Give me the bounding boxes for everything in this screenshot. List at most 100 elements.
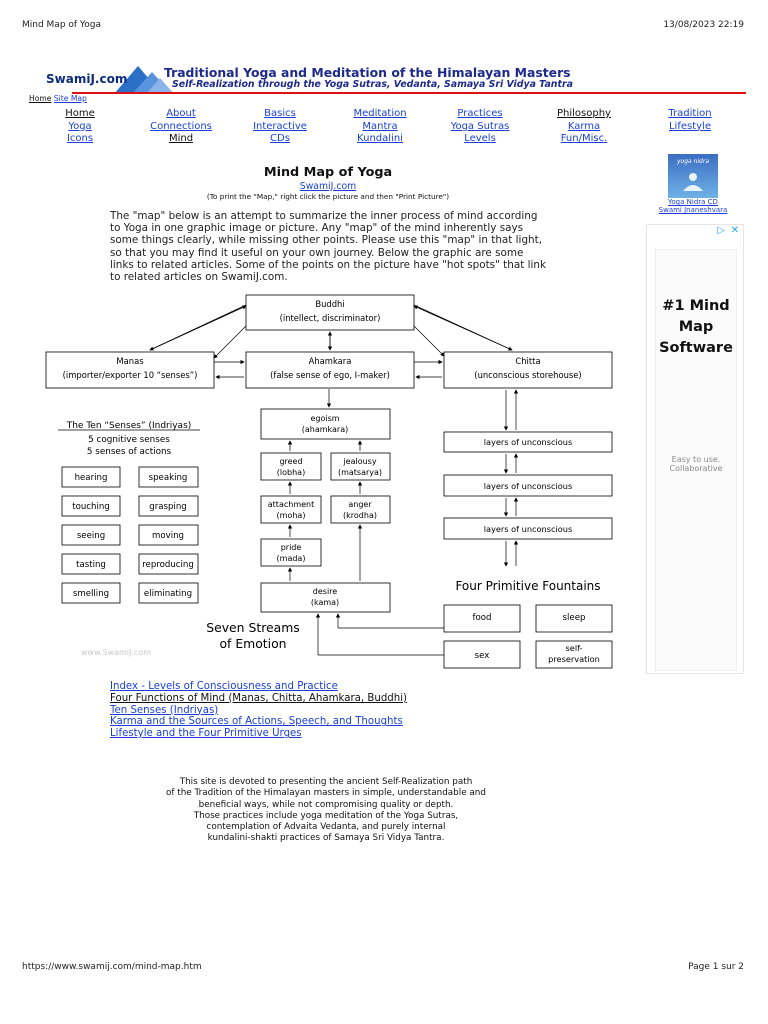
footer-line: Those practices include yoga meditation …: [193, 810, 459, 821]
nav-interactive[interactable]: Interactive: [253, 120, 307, 132]
nav-about[interactable]: About: [166, 108, 196, 119]
layer-label-2: layers of unconscious: [484, 481, 573, 491]
sense-smelling[interactable]: smelling: [73, 589, 109, 599]
sense-tasting[interactable]: tasting: [76, 560, 106, 570]
page-url: https://www.swamij.com/mind-map.htm: [22, 962, 202, 972]
anger-sub: (krodha): [343, 511, 377, 520]
link-ten-senses[interactable]: Ten Senses (Indriyas): [110, 704, 219, 716]
buddhi-box[interactable]: [245, 294, 415, 331]
intro-line: some things clearly, while missing other…: [110, 234, 543, 247]
nav-mantra[interactable]: Mantra: [362, 120, 398, 132]
nav-yoga[interactable]: Yoga: [68, 120, 92, 132]
breadcrumb: Home Site Map: [29, 94, 87, 103]
greed-sub: (lobha): [277, 468, 305, 477]
egoism-sub: (ahamkara): [302, 425, 349, 434]
nav-col-basics: Basics Interactive CDs: [248, 108, 312, 146]
fountain-sleep[interactable]: sleep: [563, 613, 586, 623]
print-datetime: 13/08/2023 22:19: [663, 20, 744, 30]
main-title: Mind Map of Yoga: [263, 165, 393, 180]
sense-eliminating[interactable]: eliminating: [144, 589, 192, 599]
pride-label: pride: [281, 543, 302, 552]
manas-sub: (importer/exporter 10 “senses”): [63, 370, 198, 380]
nav-karma[interactable]: Karma: [567, 120, 601, 132]
breadcrumb-home[interactable]: Home: [29, 94, 52, 103]
fountain-sex[interactable]: sex: [475, 651, 490, 661]
egoism-label: egoism: [310, 414, 339, 423]
link-levels-index[interactable]: Index - Levels of Consciousness and Prac…: [110, 681, 338, 692]
sense-grasping[interactable]: grasping: [149, 502, 186, 512]
nav-connections[interactable]: Connections: [150, 120, 212, 132]
footer-line: This site is devoted to presenting the a…: [179, 777, 473, 787]
yoga-nidra-cd-thumb[interactable]: yoga nidra: [668, 154, 718, 198]
nav-col-meditation: Meditation Mantra Kundalini: [346, 108, 414, 146]
ahamkara-sub: (false sense of ego, I-maker): [270, 370, 390, 380]
logo-text: SwamiJ.com: [46, 72, 128, 86]
promo-link-author[interactable]: Swami Jnaneshvara: [658, 206, 728, 214]
nav-tradition[interactable]: Tradition: [668, 108, 712, 119]
desire-label: desire: [313, 587, 338, 596]
adchoices-icon[interactable]: ▷: [717, 225, 725, 236]
manas-box[interactable]: [45, 351, 215, 389]
promo-link-title[interactable]: Yoga Nidra CD: [668, 198, 718, 206]
ad-body-1: Easy to use.: [671, 455, 721, 464]
banner-rule: [72, 92, 746, 94]
chitta-box[interactable]: [443, 351, 613, 389]
streams-title-1: Seven Streams: [206, 620, 300, 635]
intro-line: to Yoga in one graphic image or picture.…: [110, 222, 524, 235]
layer-label-1: layers of unconscious: [484, 437, 573, 447]
ahamkara-box[interactable]: [245, 351, 415, 389]
nav-kundalini[interactable]: Kundalini: [357, 133, 403, 144]
fountain-food[interactable]: food: [473, 613, 492, 623]
nav-basics[interactable]: Basics: [264, 108, 296, 119]
footer-line: beneficial ways, while not compromising …: [198, 799, 454, 810]
intro-line: so that you may find it useful on your o…: [110, 246, 524, 259]
mountain-logo-icon: [114, 66, 174, 94]
nav-philosophy[interactable]: Philosophy: [557, 108, 611, 119]
link-karma[interactable]: Karma and the Sources of Actions, Speech…: [110, 716, 403, 728]
senses-title: The Ten “Senses” (Indriyas): [66, 421, 192, 431]
senses-sub-action: 5 senses of actions: [87, 447, 172, 457]
sense-speaking[interactable]: speaking: [149, 473, 188, 483]
sense-reproducing[interactable]: reproducing: [142, 560, 194, 570]
streams-title-2: of Emotion: [219, 636, 286, 651]
fountain-self[interactable]: self-: [566, 643, 583, 653]
site-description: This site is devoted to presenting the a…: [130, 777, 522, 845]
sense-seeing[interactable]: seeing: [77, 531, 105, 541]
nav-col-about: About Connections Mind: [142, 108, 220, 146]
ad-card[interactable]: #1 Mind Map Software Easy to use. Collab…: [655, 249, 737, 671]
jealousy-label: jealousy: [342, 457, 376, 466]
sense-hearing[interactable]: hearing: [75, 473, 108, 483]
nav-meditation[interactable]: Meditation: [353, 108, 407, 119]
sense-touching[interactable]: touching: [72, 502, 110, 512]
buddhi-label: Buddhi: [315, 299, 344, 309]
link-lifestyle[interactable]: Lifestyle and the Four Primitive Urges: [110, 728, 302, 740]
chitta-label: Chitta: [515, 356, 540, 366]
ad-panel[interactable]: ▷ ✕ #1 Mind Map Software Easy to use. Co…: [646, 224, 744, 674]
nav-levels[interactable]: Levels: [464, 133, 496, 144]
intro-line: links to related articles. Some of the p…: [110, 258, 546, 271]
nav-home[interactable]: Home: [65, 108, 95, 119]
nav-mind[interactable]: Mind: [168, 133, 194, 144]
ad-close-icon[interactable]: ✕: [730, 225, 739, 236]
sense-moving[interactable]: moving: [152, 531, 184, 541]
nav-cds[interactable]: CDs: [270, 133, 290, 144]
nav-icons[interactable]: Icons: [66, 133, 94, 144]
fountain-preservation[interactable]: preservation: [548, 654, 600, 664]
diagram-watermark: www.SwamiJ.com: [81, 648, 151, 657]
link-four-functions[interactable]: Four Functions of Mind (Manas, Chitta, A…: [110, 692, 408, 704]
site-banner[interactable]: SwamiJ.com Traditional Yoga and Meditati…: [46, 62, 746, 96]
nav-yoga-sutras[interactable]: Yoga Sutras: [450, 120, 510, 132]
nav-col-practices: Practices Yoga Sutras Levels: [444, 108, 516, 146]
nav-practices[interactable]: Practices: [457, 108, 503, 119]
layer-label-3: layers of unconscious: [484, 524, 573, 534]
site-link[interactable]: SwamiJ.com: [299, 181, 357, 192]
senses-sub-cognitive: 5 cognitive senses: [88, 435, 170, 445]
fountains-title: Four Primitive Fountains: [455, 579, 600, 593]
nav-lifestyle[interactable]: Lifestyle: [668, 120, 711, 132]
meditating-figure-icon: [683, 173, 703, 191]
breadcrumb-sitemap[interactable]: Site Map: [53, 94, 87, 103]
footer-line: kundalini-shakti practices of Samaya Sri…: [207, 833, 445, 844]
nav-fun-misc[interactable]: Fun/Misc.: [560, 133, 608, 144]
